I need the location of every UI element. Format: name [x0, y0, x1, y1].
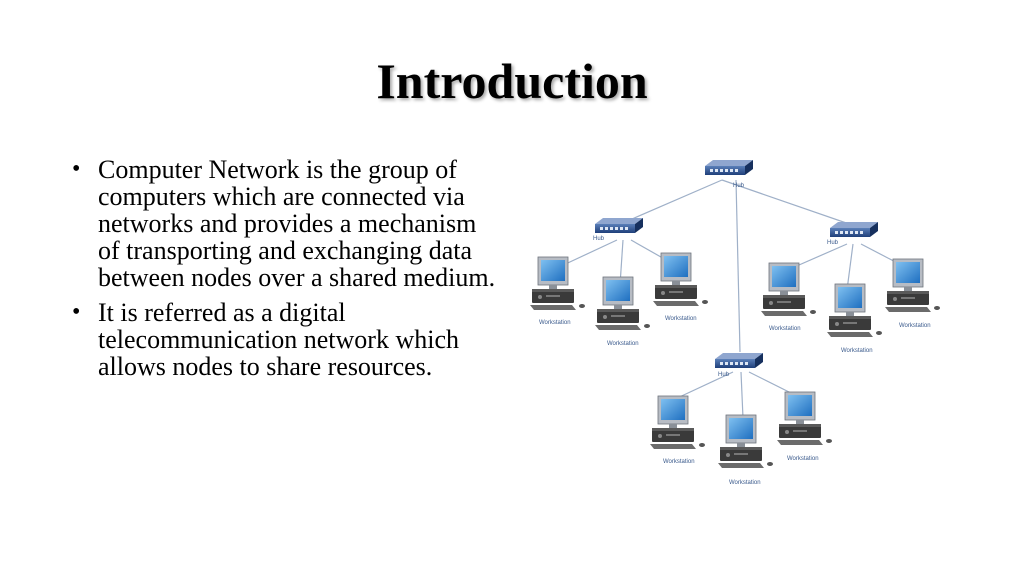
hub-label: Hub: [827, 240, 839, 246]
bullet-item: • Computer Network is the group of compu…: [70, 156, 500, 291]
network-diagram: Hub Hub Hub Hub Workstation Workstation …: [529, 160, 941, 486]
hub-left: Hub: [593, 218, 643, 242]
workstation: Workstation: [529, 256, 586, 326]
workstation-label: Workstation: [729, 480, 761, 486]
hub-right: Hub: [827, 222, 878, 246]
workstation-label: Workstation: [607, 341, 639, 347]
workstation: Workstation: [649, 395, 706, 465]
workstation: Workstation: [776, 391, 833, 462]
workstation: Workstation: [594, 276, 651, 347]
hub-bottom: Hub: [715, 353, 763, 378]
bullet-item: • It is referred as a digital telecommun…: [70, 299, 500, 380]
workstation-label: Workstation: [663, 459, 695, 465]
slide-title: Introduction: [376, 53, 648, 109]
workstation-label: Workstation: [787, 456, 819, 462]
hub-top: Hub: [705, 160, 753, 189]
hub-label: Hub: [733, 183, 745, 189]
workstation: Workstation: [760, 262, 817, 332]
workstation-label: Workstation: [665, 316, 697, 322]
workstation-label: Workstation: [841, 348, 873, 354]
bullet-icon: •: [72, 156, 81, 182]
workstation-label: Workstation: [899, 323, 931, 329]
workstation: Workstation: [826, 283, 883, 354]
workstation: Workstation: [884, 258, 941, 329]
workstation: Workstation: [652, 252, 709, 322]
bullet-text: It is referred as a digital telecommunic…: [98, 298, 460, 381]
workstation: Workstation: [717, 414, 774, 486]
network-links: [556, 179, 908, 419]
bullet-icon: •: [72, 299, 81, 325]
workstation-label: Workstation: [539, 320, 571, 326]
bullet-text: Computer Network is the group of compute…: [98, 155, 496, 292]
hub-label: Hub: [593, 236, 605, 242]
bullet-list: • Computer Network is the group of compu…: [70, 156, 500, 388]
hub-label: Hub: [718, 372, 730, 378]
workstation-label: Workstation: [769, 326, 801, 332]
